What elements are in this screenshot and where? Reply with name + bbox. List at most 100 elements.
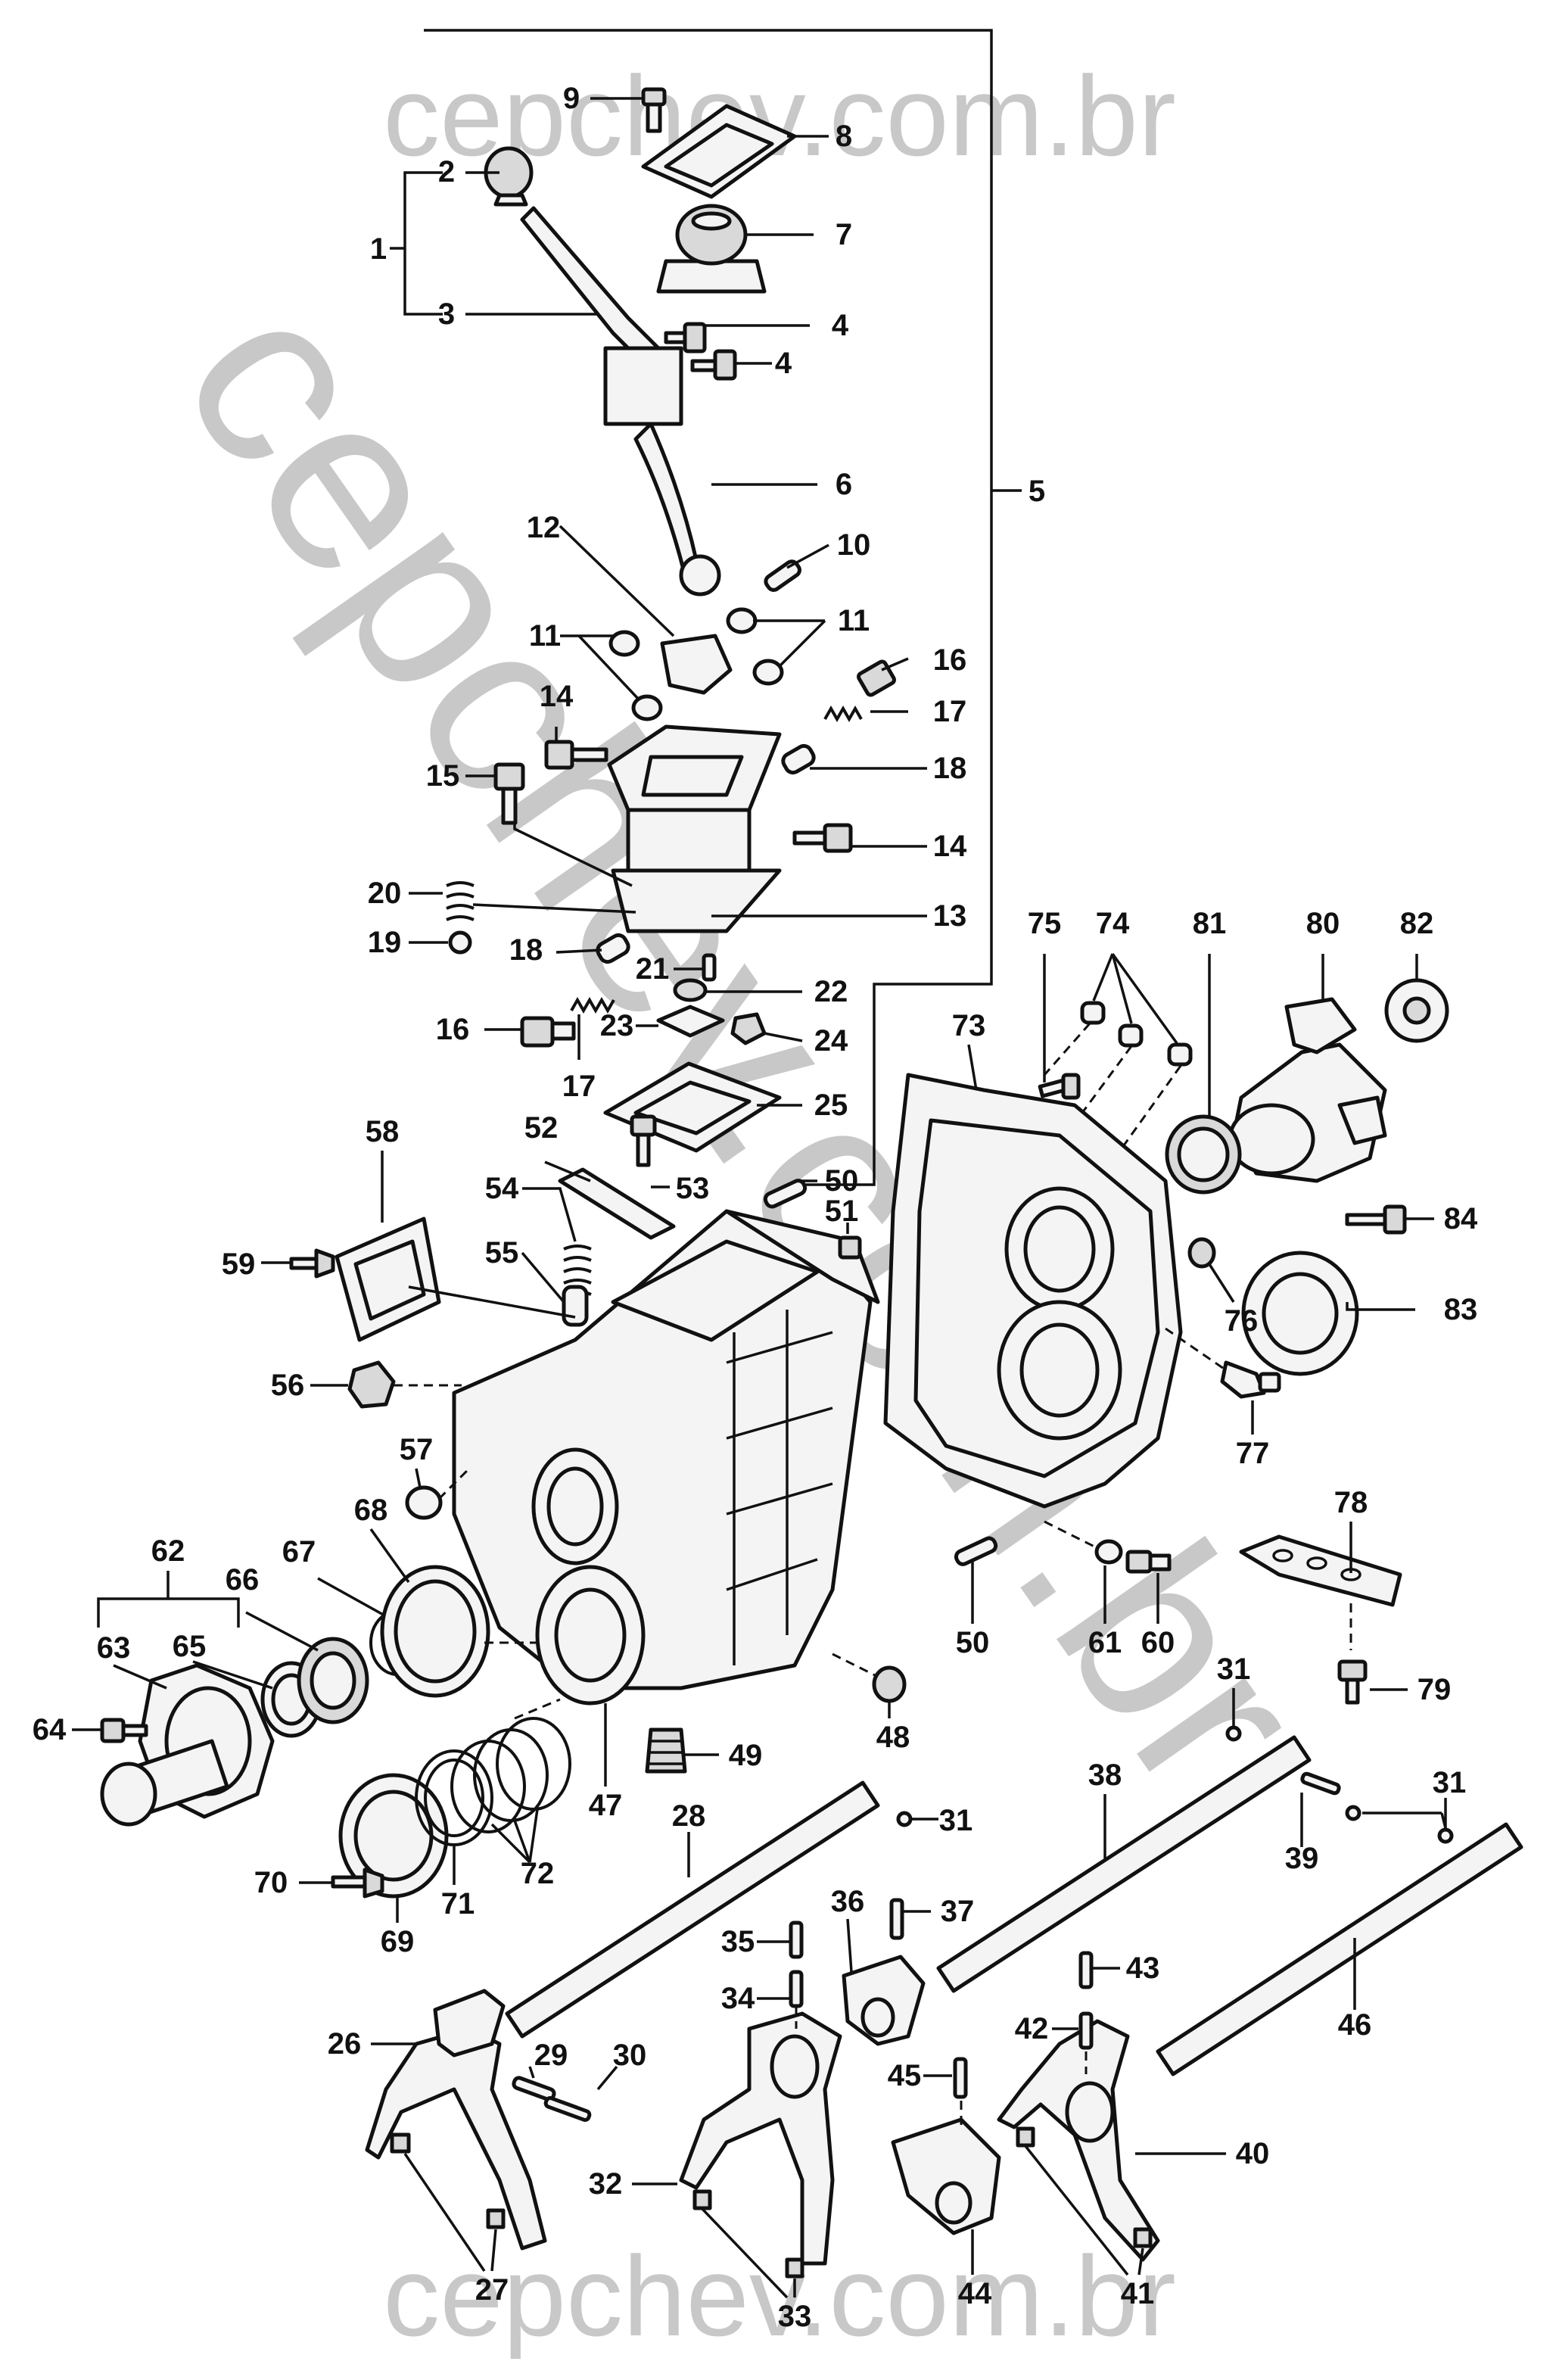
callout-label: 71 bbox=[441, 1887, 475, 1921]
callout-label: 35 bbox=[721, 1925, 755, 1958]
callout-label: 42 bbox=[1015, 2012, 1049, 2045]
callout-label: 47 bbox=[589, 1789, 623, 1822]
callout-label: 22 bbox=[814, 975, 848, 1008]
pin-30 bbox=[543, 2096, 592, 2122]
nut-24 bbox=[730, 1012, 767, 1045]
leader-68 bbox=[369, 1528, 410, 1584]
shift-fork-32 bbox=[679, 2011, 842, 2266]
leader-65 bbox=[192, 1660, 273, 1690]
callout-label: 32 bbox=[589, 2167, 623, 2201]
callout-label: 4 bbox=[832, 309, 849, 342]
callout-label: 58 bbox=[366, 1115, 400, 1148]
washer-61 bbox=[1094, 1539, 1123, 1565]
shift-block-36 bbox=[842, 1955, 926, 2046]
plug-74b bbox=[1118, 1023, 1144, 1048]
plunger-18-lower bbox=[596, 933, 630, 964]
callout-label: 14 bbox=[540, 680, 574, 713]
washer-22 bbox=[673, 978, 708, 1002]
callout-label: 27 bbox=[475, 2273, 509, 2307]
callout-label: 39 bbox=[1285, 1842, 1319, 1875]
callout-label: 45 bbox=[888, 2059, 922, 2092]
callout-label: 11 bbox=[529, 619, 561, 653]
callout-label: 57 bbox=[400, 1433, 434, 1466]
washer-82 bbox=[1384, 978, 1449, 1043]
callout-label: 53 bbox=[676, 1172, 710, 1205]
callout-label: 66 bbox=[226, 1563, 260, 1597]
callout-label: 9 bbox=[563, 82, 580, 115]
pin-50-lower bbox=[954, 1536, 998, 1566]
shift-block-44 bbox=[891, 2117, 1001, 2235]
callout-label: 64 bbox=[33, 1713, 67, 1746]
callout-label: 18 bbox=[509, 933, 543, 967]
shield-83 bbox=[1241, 1251, 1359, 1376]
leader-74 bbox=[1092, 952, 1178, 1045]
callout-label: 25 bbox=[814, 1089, 848, 1122]
callout-label: 1 bbox=[370, 232, 387, 266]
group-1-bracket bbox=[390, 171, 443, 316]
ball-19 bbox=[448, 930, 472, 955]
bolt-9 bbox=[641, 87, 667, 133]
callout-label: 63 bbox=[97, 1631, 131, 1665]
block-12 bbox=[660, 634, 733, 695]
ball-31c bbox=[1345, 1805, 1362, 1821]
leader-83 bbox=[1346, 1302, 1415, 1311]
shift-fork-26 bbox=[365, 1989, 547, 2251]
callout-label: 33 bbox=[778, 2300, 812, 2333]
leader-16a bbox=[881, 657, 909, 671]
callout-label: 43 bbox=[1126, 1952, 1160, 1985]
leader-11-left bbox=[560, 634, 641, 702]
callout-label: 81 bbox=[1193, 907, 1227, 940]
boot-7 bbox=[656, 204, 767, 294]
callout-label: 21 bbox=[636, 952, 670, 986]
callout-label: 84 bbox=[1444, 1202, 1478, 1235]
callout-label: 14 bbox=[933, 830, 967, 863]
seal-81 bbox=[1165, 1114, 1242, 1195]
spring-20 bbox=[446, 881, 475, 921]
leader-29 bbox=[528, 2066, 535, 2079]
group-62-bracket bbox=[97, 1571, 240, 1628]
bushing-11a bbox=[608, 630, 640, 657]
plug-74a bbox=[1080, 1001, 1106, 1025]
callout-label: 29 bbox=[534, 2039, 568, 2072]
plug-16-upper bbox=[857, 659, 896, 697]
callout-label: 6 bbox=[836, 468, 852, 501]
callout-label: 2 bbox=[438, 155, 455, 188]
bolt-59 bbox=[289, 1248, 335, 1279]
bolt-4-upper bbox=[664, 322, 707, 354]
callout-label: 23 bbox=[600, 1009, 634, 1042]
plug-76 bbox=[1187, 1237, 1216, 1269]
callout-label: 37 bbox=[941, 1895, 975, 1928]
callout-label: 31 bbox=[939, 1804, 973, 1837]
bolt-14-upper bbox=[544, 740, 608, 770]
plug-16-lower bbox=[520, 1016, 576, 1048]
callout-label: 77 bbox=[1236, 1437, 1270, 1470]
leader-12 bbox=[559, 525, 675, 637]
shift-rail-46 bbox=[1156, 1822, 1523, 2076]
dash-72 bbox=[514, 1698, 561, 1720]
cover-58 bbox=[335, 1216, 441, 1342]
callout-label: 46 bbox=[1338, 2008, 1372, 2042]
ball-31d bbox=[1437, 1827, 1454, 1844]
bearing-66 bbox=[297, 1637, 369, 1724]
callout-label: 70 bbox=[254, 1866, 288, 1899]
callout-label: 17 bbox=[562, 1070, 596, 1103]
callout-label: 15 bbox=[426, 759, 460, 793]
callout-label: 60 bbox=[1141, 1626, 1175, 1659]
callout-label: 12 bbox=[527, 511, 561, 544]
leader-52 bbox=[544, 1160, 591, 1182]
pin-45 bbox=[953, 2057, 968, 2099]
leader-30 bbox=[596, 2065, 618, 2091]
callout-label: 75 bbox=[1028, 907, 1062, 940]
callout-label: 38 bbox=[1088, 1759, 1122, 1792]
callout-label: 79 bbox=[1418, 1673, 1452, 1706]
dash-57 bbox=[437, 1467, 471, 1500]
bolt-75 bbox=[1038, 1073, 1081, 1100]
callout-label: 80 bbox=[1306, 907, 1340, 940]
callout-label: 41 bbox=[1121, 2277, 1155, 2310]
leader-33 bbox=[701, 2207, 796, 2299]
callout-label: 30 bbox=[613, 2039, 647, 2072]
leader-76 bbox=[1208, 1263, 1235, 1303]
callout-label: 4 bbox=[775, 347, 792, 380]
pin-21 bbox=[702, 953, 717, 982]
callout-label: 59 bbox=[222, 1248, 256, 1281]
